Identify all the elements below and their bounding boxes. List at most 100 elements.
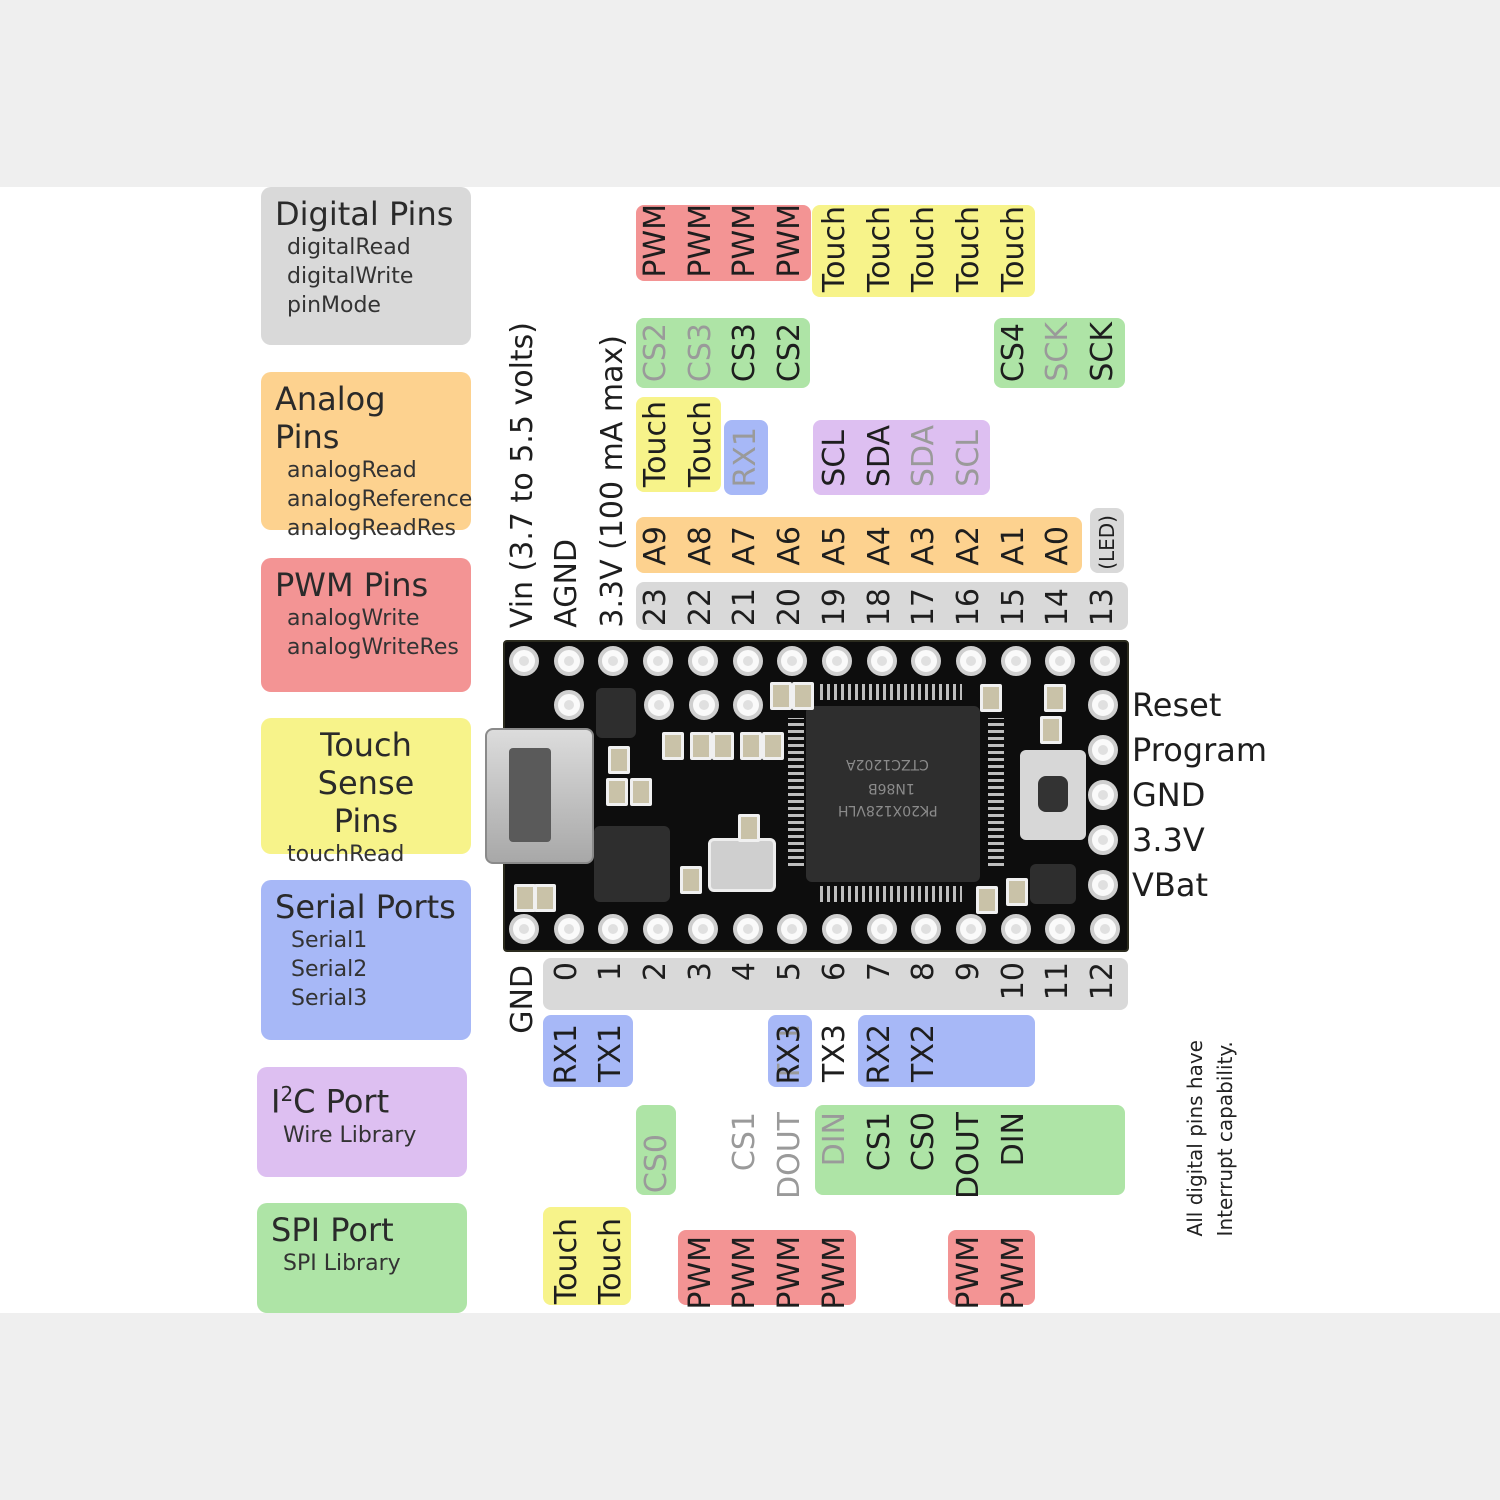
spi-label: SCK — [1040, 322, 1076, 382]
spi-label: SCK — [1085, 322, 1120, 382]
spi-cs-label: CS2 — [638, 322, 673, 382]
legend-line: Serial1 — [291, 928, 368, 953]
chip-bg-spi-bottom — [815, 1105, 1125, 1195]
board-pad — [1088, 735, 1118, 765]
pwm-label: PWM — [772, 204, 808, 278]
crystal — [708, 838, 776, 892]
legend-serial-ports: Serial Ports Serial1 Serial2 Serial3 — [261, 880, 471, 1040]
legend-line: pinMode — [287, 293, 381, 318]
pin-number: 8 — [906, 962, 942, 982]
smd-component — [770, 682, 792, 710]
pin-number: 22 — [682, 587, 718, 626]
mcu-pins-left — [788, 718, 804, 866]
smd-component — [762, 732, 784, 760]
touch-label: Touch — [682, 400, 718, 487]
chip-bg-tx1-alt — [768, 1015, 812, 1087]
usb-connector — [485, 728, 594, 864]
program-button — [1020, 750, 1086, 840]
serial-label: RX2 — [861, 1024, 897, 1085]
smd-component — [792, 682, 814, 710]
legend-title: Pins — [333, 802, 399, 840]
board-pad — [687, 646, 718, 676]
pin-number: 0 — [548, 962, 584, 982]
legend-line: digitalRead — [287, 235, 411, 260]
pin-number: 15 — [995, 587, 1031, 626]
legend-touch-pins: Touch Sense Pins touchRead — [261, 718, 471, 867]
legend-line: SPI Library — [283, 1251, 401, 1276]
board-pad — [821, 914, 852, 944]
board-pad — [554, 690, 584, 720]
spi-label: CS1 — [861, 1112, 897, 1172]
analog-pin-label: A2 — [950, 526, 986, 566]
i2c-label: SCL — [950, 430, 986, 487]
board-pad — [1090, 914, 1121, 944]
chip-bg-touch-2 — [636, 397, 721, 492]
board-pad — [956, 914, 986, 944]
side-pin-label: Reset — [1132, 686, 1222, 724]
pin-number: 13 — [1085, 587, 1120, 626]
board-pad — [687, 914, 718, 944]
spi-label: DOUT — [772, 1112, 808, 1199]
side-pin-label: 3.3V — [1132, 821, 1205, 859]
chip-bg-cs-left — [636, 318, 810, 388]
board-pad — [509, 646, 539, 676]
spi-label: CS4 — [995, 322, 1031, 382]
board-pad — [732, 914, 763, 944]
legend-line: Serial2 — [291, 957, 368, 982]
chip-bg-pwm-bottom-a — [678, 1230, 856, 1305]
board-pad — [509, 914, 539, 944]
pwm-label: PWM — [772, 1236, 808, 1310]
serial-label: TX3 — [816, 1024, 852, 1082]
pin-number: 18 — [861, 587, 897, 626]
smd-component — [740, 732, 762, 760]
pin-number: 17 — [906, 587, 942, 626]
board-pad — [1088, 780, 1118, 810]
board-pad — [732, 646, 763, 676]
board-pad — [777, 914, 808, 944]
pin-number: 21 — [727, 587, 763, 626]
pin-number: 7 — [861, 962, 897, 982]
legend-title: PWM Pins — [275, 566, 429, 604]
touch-label: Touch — [995, 205, 1031, 292]
v33-label: 3.3V (100 mA max) — [595, 335, 630, 628]
usb-controller-chip — [594, 826, 670, 902]
smd-component — [1044, 684, 1066, 712]
serial-label: RX3 — [772, 1024, 808, 1085]
chip-bg-i2c — [813, 420, 990, 495]
analog-pin-label: A4 — [861, 526, 897, 566]
mcu-pins-bottom — [820, 886, 962, 902]
board-pad — [598, 646, 629, 676]
spi-label: DOUT — [950, 1112, 986, 1199]
chip-bg-bottom-numbers — [543, 958, 1128, 1010]
analog-pin-label: A9 — [638, 526, 673, 566]
legend-line: Wire Library — [283, 1122, 417, 1148]
chip-bg-led — [1090, 508, 1124, 573]
legend-line: analogReadRes — [287, 516, 457, 541]
chip-bg-analog — [636, 517, 1082, 573]
legend-title: SPI Port — [271, 1211, 394, 1249]
button-cap — [1038, 776, 1068, 812]
pwm-label: PWM — [727, 204, 763, 278]
analog-pin-label: A1 — [995, 526, 1031, 566]
legend-line: analogRead — [287, 458, 417, 483]
pwm-label: PWM — [995, 1236, 1031, 1310]
legend-title: Analog Pins — [275, 380, 386, 456]
board-pad — [689, 690, 719, 720]
board-pad — [643, 914, 674, 944]
chip-bg-serial-left — [543, 1015, 633, 1087]
chip-marking: 1N86B — [868, 780, 915, 796]
touch-label: Touch — [950, 205, 986, 292]
i2c-label: SDA — [861, 424, 897, 487]
side-pin-label: GND — [1132, 776, 1206, 814]
touch-label: Touch — [593, 1218, 629, 1305]
spi-cs-label: CS3 — [727, 322, 763, 382]
analog-pin-label: A6 — [772, 526, 808, 566]
chip-bg-pwm-bottom-b — [948, 1230, 1035, 1305]
board-pad — [1088, 825, 1118, 855]
vin-label: Vin (3.7 to 5.5 volts) — [505, 321, 540, 628]
pin-number: 10 — [995, 962, 1031, 1001]
legend-line: Serial3 — [291, 986, 368, 1011]
pin-number: 16 — [950, 587, 986, 626]
board-pad — [733, 690, 763, 720]
pwm-label: PWM — [727, 1236, 763, 1310]
